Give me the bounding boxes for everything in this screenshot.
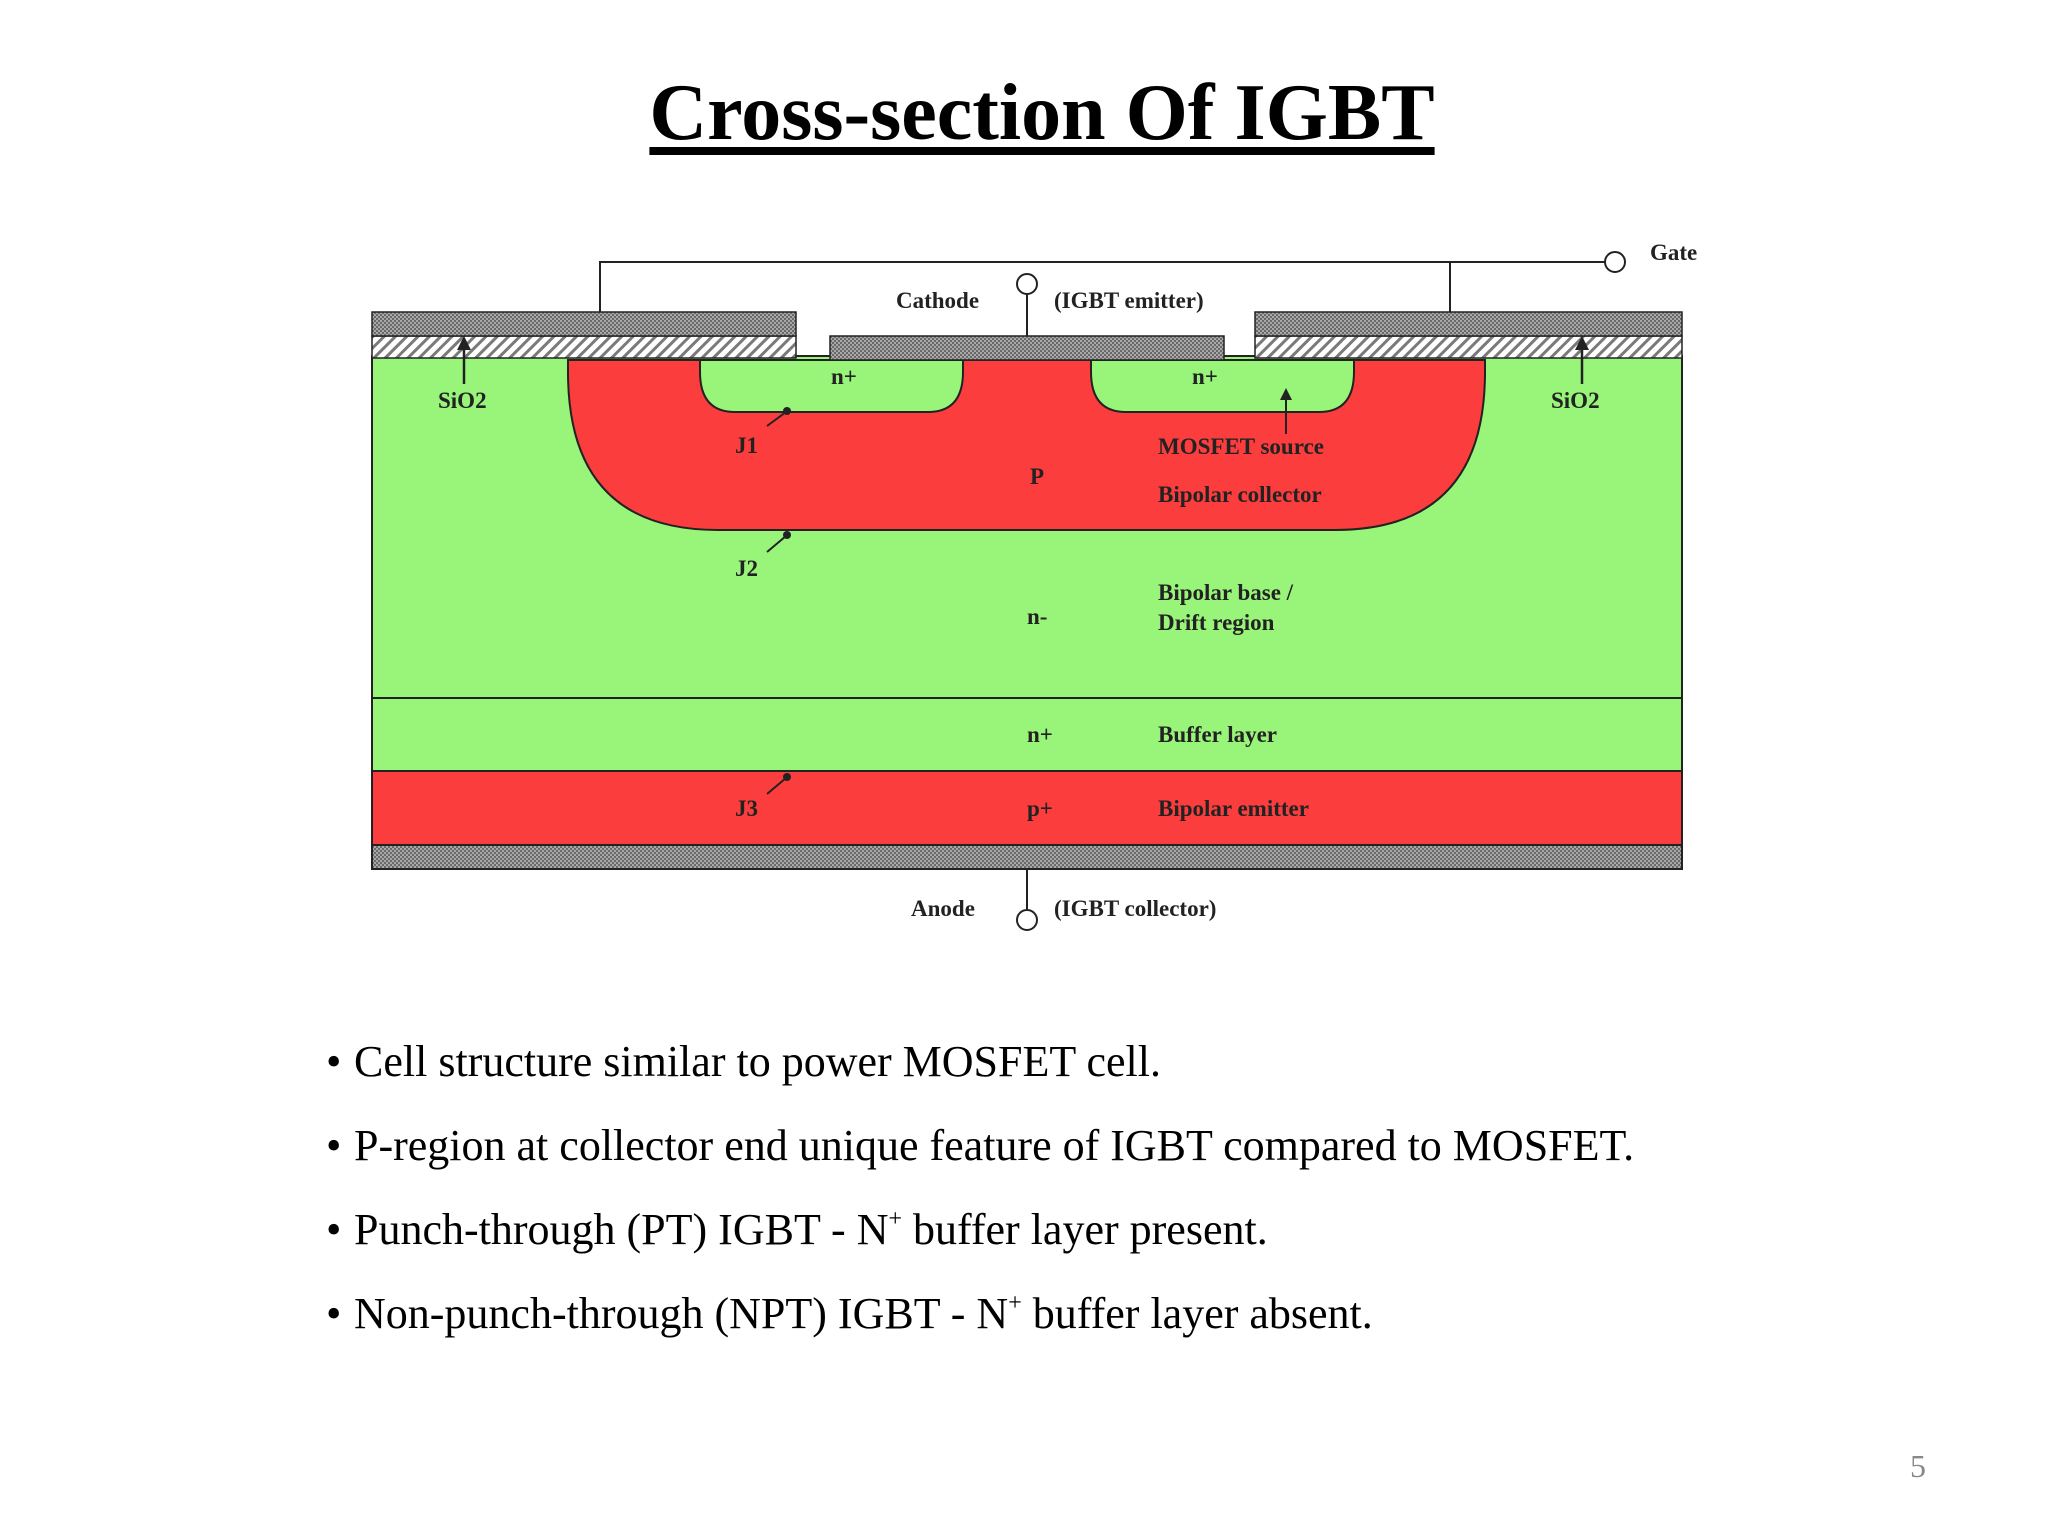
buffer-layer-label: Buffer layer — [1158, 722, 1277, 747]
cathode-label: Cathode — [896, 288, 979, 313]
igbt-collector-label: (IGBT collector) — [1054, 896, 1216, 921]
sio2-left-label: SiO2 — [438, 388, 487, 413]
gate-metal-right — [1254, 311, 1683, 337]
drift-region-label: Drift region — [1158, 610, 1275, 635]
n-plus-source-right — [1090, 359, 1355, 413]
j2-pointer — [766, 535, 787, 553]
bullet-marker: • — [326, 1121, 342, 1170]
n-plus-source-left — [699, 359, 964, 413]
superscript-plus: + — [888, 1206, 903, 1232]
bullet-item: •Non-punch-through (NPT) IGBT - N+ buffe… — [326, 1289, 1826, 1338]
p-plus-label: p+ — [1027, 796, 1053, 821]
n-plus-left-label: n+ — [831, 364, 857, 389]
sio2-right-arrowhead — [1575, 336, 1589, 350]
gate-label: Gate — [1650, 240, 1697, 265]
sio2-left — [371, 335, 797, 359]
anode-terminal — [1016, 909, 1038, 931]
bullet-marker: • — [326, 1205, 342, 1254]
sio2-right-label: SiO2 — [1551, 388, 1600, 413]
n-plus-buffer-layer — [371, 697, 1683, 772]
n-minus-label: n- — [1027, 604, 1047, 629]
bullet-text: Cell structure similar to power MOSFET c… — [354, 1037, 1161, 1086]
j1-label: J1 — [735, 433, 758, 458]
anode-metal — [371, 844, 1683, 870]
j3-dot — [783, 773, 791, 781]
bullet-text-pre: Non-punch-through (NPT) IGBT - N — [354, 1289, 1009, 1338]
j1-pointer — [766, 411, 787, 427]
cathode-terminal — [1016, 273, 1038, 295]
bullet-marker: • — [326, 1289, 342, 1338]
page-number: 5 — [1910, 1448, 1926, 1484]
gate-wire — [599, 261, 1605, 312]
igbt-cross-section-diagram: Gate Cathode (IGBT emitter) SiO2 SiO2 n+… — [358, 236, 1708, 1020]
bullet-list: •Cell structure similar to power MOSFET … — [326, 1040, 1826, 1376]
cathode-metal — [829, 335, 1225, 361]
slide-title: Cross-section Of IGBT — [649, 68, 1435, 157]
j3-pointer — [766, 777, 787, 795]
anode-label: Anode — [911, 896, 975, 921]
j2-label: J2 — [735, 556, 758, 581]
bullet-text-post: buffer layer absent. — [1021, 1289, 1373, 1338]
sio2-left-arrowhead — [457, 336, 471, 350]
bullet-item: •Punch-through (PT) IGBT - N+ buffer lay… — [326, 1205, 1826, 1254]
igbt-emitter-label: (IGBT emitter) — [1054, 288, 1204, 313]
bipolar-emitter-label: Bipolar emitter — [1158, 796, 1309, 821]
mosfet-source-arrowhead — [1280, 388, 1292, 400]
gate-terminal — [1604, 251, 1626, 273]
bullet-text-post: buffer layer present. — [902, 1205, 1268, 1254]
gate-metal-left — [371, 311, 797, 337]
sio2-right — [1254, 335, 1683, 359]
j1-dot — [783, 407, 791, 415]
p-plus-emitter-region — [371, 770, 1683, 846]
bipolar-base-label: Bipolar base / — [1158, 580, 1294, 605]
bullet-text-pre: Punch-through (PT) IGBT - N — [354, 1205, 889, 1254]
bullet-item: •P-region at collector end unique featur… — [326, 1124, 1826, 1168]
j3-label: J3 — [735, 796, 758, 821]
mosfet-source-label: MOSFET source — [1158, 434, 1324, 459]
bullet-item: •Cell structure similar to power MOSFET … — [326, 1040, 1826, 1084]
j2-dot — [783, 531, 791, 539]
n-plus-right-label: n+ — [1192, 364, 1218, 389]
bullet-marker: • — [326, 1037, 342, 1086]
bullet-text: P-region at collector end unique feature… — [354, 1121, 1635, 1170]
bipolar-collector-label: Bipolar collector — [1158, 482, 1322, 507]
n-plus-buffer-label: n+ — [1027, 722, 1053, 747]
p-region-label: P — [1030, 464, 1044, 489]
superscript-plus: + — [1008, 1290, 1022, 1316]
